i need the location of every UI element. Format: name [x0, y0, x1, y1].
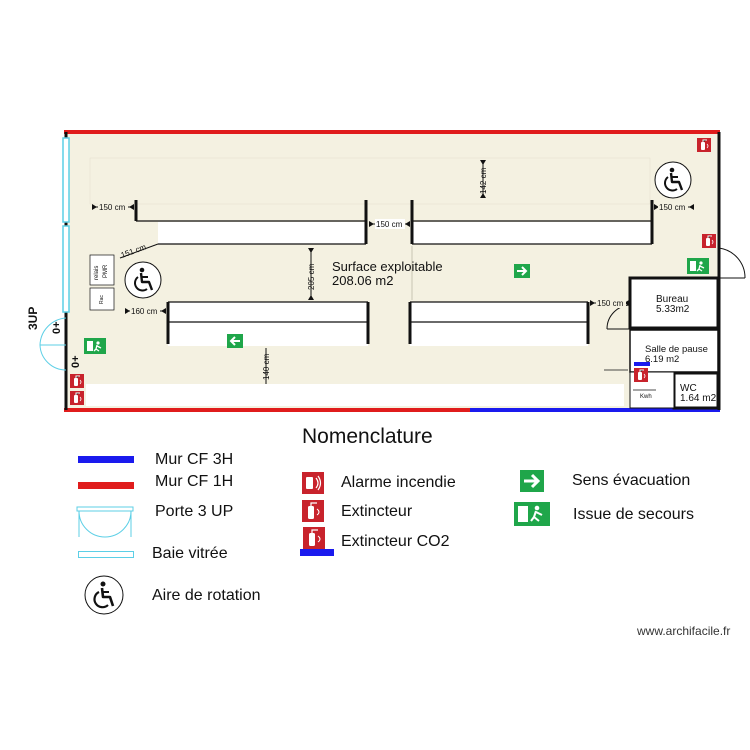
area-value: 208.06 m2	[332, 273, 393, 288]
legend-label-rotation: Aire de rotation	[152, 587, 261, 604]
legend-label-extinguisher: Extincteur	[341, 503, 413, 520]
legend-swatch-wall-3h	[78, 456, 134, 463]
legend-door-icon	[76, 506, 134, 538]
extinguisher-icon-bottom-left-2	[69, 390, 85, 406]
dim-150-lower-right: 150 cm	[597, 299, 624, 308]
door-label-0-lower: 0+	[70, 355, 82, 368]
extinguisher-icon-bottom-left-1	[69, 373, 85, 389]
wc-tag: Kwh	[640, 394, 652, 400]
legend-label-wall-1h: Mur CF 1H	[155, 473, 234, 490]
evacuation-arrow-icon-left	[226, 333, 244, 349]
cabinet-label-2: PMR	[103, 264, 109, 278]
dim-142: 142 cm	[479, 167, 488, 194]
legend-extinguisher-icon	[302, 500, 324, 522]
legend-label-wall-3h: Mur CF 3H	[155, 451, 234, 468]
cabinet-small-label: Rac	[99, 295, 105, 304]
door-label-0-upper: 0+	[51, 321, 63, 334]
extinguisher-co2-icon-wc	[633, 362, 650, 383]
dim-150-left: 150 cm	[99, 203, 126, 212]
dim-150-middle: 150 cm	[376, 220, 403, 229]
glass-bay-lower	[62, 225, 70, 313]
wheelchair-icon-left	[123, 260, 163, 300]
room-wc-name: WC	[680, 383, 697, 394]
cabinet-relais	[89, 254, 115, 286]
room-bureau-name: Bureau	[656, 294, 688, 305]
room-wc-area: 1.64 m2	[680, 393, 717, 404]
room-wc	[672, 371, 720, 410]
dim-150-right: 150 cm	[659, 203, 686, 212]
legend-wheelchair-icon	[84, 575, 124, 615]
area-label: Surface exploitable	[332, 259, 443, 274]
cabinet-label-1: relais	[94, 266, 100, 280]
glass-bay-upper	[62, 137, 70, 223]
legend-swatch-glass	[78, 551, 134, 558]
room-bureau	[628, 276, 720, 330]
entrance-door-3up	[39, 317, 67, 371]
door-label-3up: 3UP	[26, 307, 40, 330]
legend-label-extinguisher-co2: Extincteur CO2	[341, 533, 450, 550]
legend-title: Nomenclature	[302, 425, 433, 448]
room-pause-name: Salle de pause	[645, 344, 708, 355]
aisle-bottom-right	[410, 302, 588, 346]
aisle-top-left	[158, 222, 366, 244]
legend-label-door: Porte 3 UP	[155, 503, 234, 520]
room-salle-de-pause	[629, 329, 719, 373]
room-pause-area: 6.19 m2	[645, 354, 679, 365]
extinguisher-icon-right	[701, 233, 717, 249]
legend-swatch-wall-1h	[78, 482, 134, 489]
legend-fire-alarm-icon	[302, 472, 324, 494]
aisle-bottom-left	[168, 302, 368, 346]
legend-extinguisher-co2-icon	[300, 527, 334, 556]
extinguisher-icon-top-right	[696, 137, 712, 153]
cabinet-small	[89, 287, 115, 311]
bottom-lane	[86, 384, 624, 406]
legend-label-evacuation: Sens évacuation	[572, 472, 691, 489]
wheelchair-icon-right	[653, 160, 693, 200]
emergency-exit-icon-right	[686, 257, 710, 275]
evacuation-arrow-icon-right	[513, 263, 531, 279]
dim-205: 205 cm	[307, 263, 316, 290]
legend-label-alarm: Alarme incendie	[341, 474, 456, 491]
watermark: www.archifacile.fr	[637, 624, 731, 638]
legend-label-exit: Issue de secours	[573, 506, 694, 523]
floor-plan: 150 cm 150 cm 150 cm 142 cm 205 cm 151 c…	[26, 130, 746, 412]
room-bureau-area: 5.33m2	[656, 304, 690, 315]
legend-evacuation-arrow-icon	[520, 470, 544, 492]
emergency-exit-icon-left	[83, 337, 107, 355]
dim-160: 160 cm	[131, 307, 158, 316]
dim-140: 140 cm	[262, 353, 271, 380]
aisle-top-right	[412, 222, 652, 244]
legend-label-glass: Baie vitrée	[152, 545, 228, 562]
legend-emergency-exit-icon	[514, 502, 550, 526]
